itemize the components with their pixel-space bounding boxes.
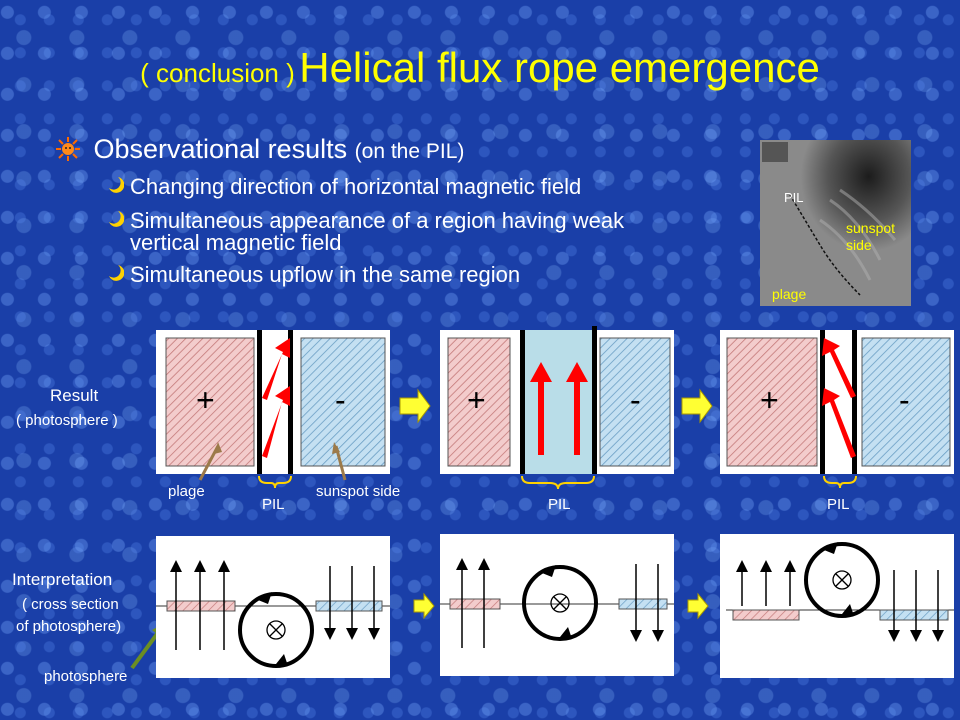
arrow-right-icon bbox=[681, 388, 713, 424]
observational-heading-text: Observational results bbox=[93, 134, 348, 164]
result-panel-3 bbox=[720, 330, 954, 474]
pil-label-2: PIL bbox=[548, 496, 571, 513]
panel1-minus: - bbox=[335, 382, 346, 418]
arrow-right-icon bbox=[399, 388, 431, 424]
inset-sunspot-side-label: sunspot side bbox=[846, 220, 896, 253]
interpretation-sub2: of photosphere) bbox=[16, 618, 122, 635]
observational-heading: Observational results (on the PIL) bbox=[56, 134, 464, 165]
interpretation-panel-1 bbox=[156, 536, 390, 678]
panel2-minus: - bbox=[630, 382, 641, 418]
arrow-right-icon bbox=[687, 592, 709, 620]
inset-sunspot-image: PIL sunspot side plage bbox=[760, 140, 911, 306]
inset-plage-label: plage bbox=[772, 286, 807, 302]
panel3-minus: - bbox=[899, 382, 910, 418]
result-diagrams bbox=[156, 326, 954, 490]
pil-label-1: PIL bbox=[262, 496, 285, 513]
title-prefix: ( conclusion ) bbox=[140, 58, 295, 88]
obs-item-3: Simultaneous upflow in the same region bbox=[109, 264, 520, 286]
slide-title: ( conclusion ) Helical flux rope emergen… bbox=[0, 44, 960, 92]
obs-item-2: Simultaneous appearance of a region havi… bbox=[109, 210, 624, 254]
arrow-right-icon bbox=[413, 592, 435, 620]
title-main: Helical flux rope emergence bbox=[299, 44, 820, 91]
moon-bullet-icon bbox=[109, 211, 124, 227]
result-sublabel: ( photosphere ) bbox=[16, 412, 118, 429]
photosphere-label: photosphere bbox=[44, 668, 128, 685]
sunspot-side-label: sunspot side bbox=[316, 483, 401, 500]
observational-heading-note: (on the PIL) bbox=[354, 140, 465, 163]
interpretation-panel-2 bbox=[440, 534, 674, 676]
moon-bullet-icon bbox=[109, 177, 124, 193]
interpretation-diagrams bbox=[130, 534, 954, 678]
sun-bullet-icon bbox=[56, 137, 80, 161]
interpretation-panel-3 bbox=[720, 534, 954, 678]
result-panel-1 bbox=[156, 330, 390, 481]
interpretation-label: Interpretation bbox=[12, 570, 113, 589]
pil-label-3: PIL bbox=[827, 496, 850, 513]
moon-bullet-icon bbox=[109, 265, 124, 281]
interpretation-sub1: ( cross section bbox=[22, 596, 119, 613]
plage-label: plage bbox=[168, 483, 205, 500]
panel1-plus: + bbox=[196, 382, 215, 418]
inset-pil-label: PIL bbox=[784, 190, 804, 205]
panel3-plus: + bbox=[760, 382, 779, 418]
result-label: Result bbox=[50, 386, 99, 405]
obs-item-1: Changing direction of horizontal magneti… bbox=[109, 176, 581, 198]
result-panel-2 bbox=[440, 326, 674, 474]
panel2-plus: + bbox=[467, 382, 486, 418]
sunspot-image-graphic bbox=[760, 140, 911, 306]
